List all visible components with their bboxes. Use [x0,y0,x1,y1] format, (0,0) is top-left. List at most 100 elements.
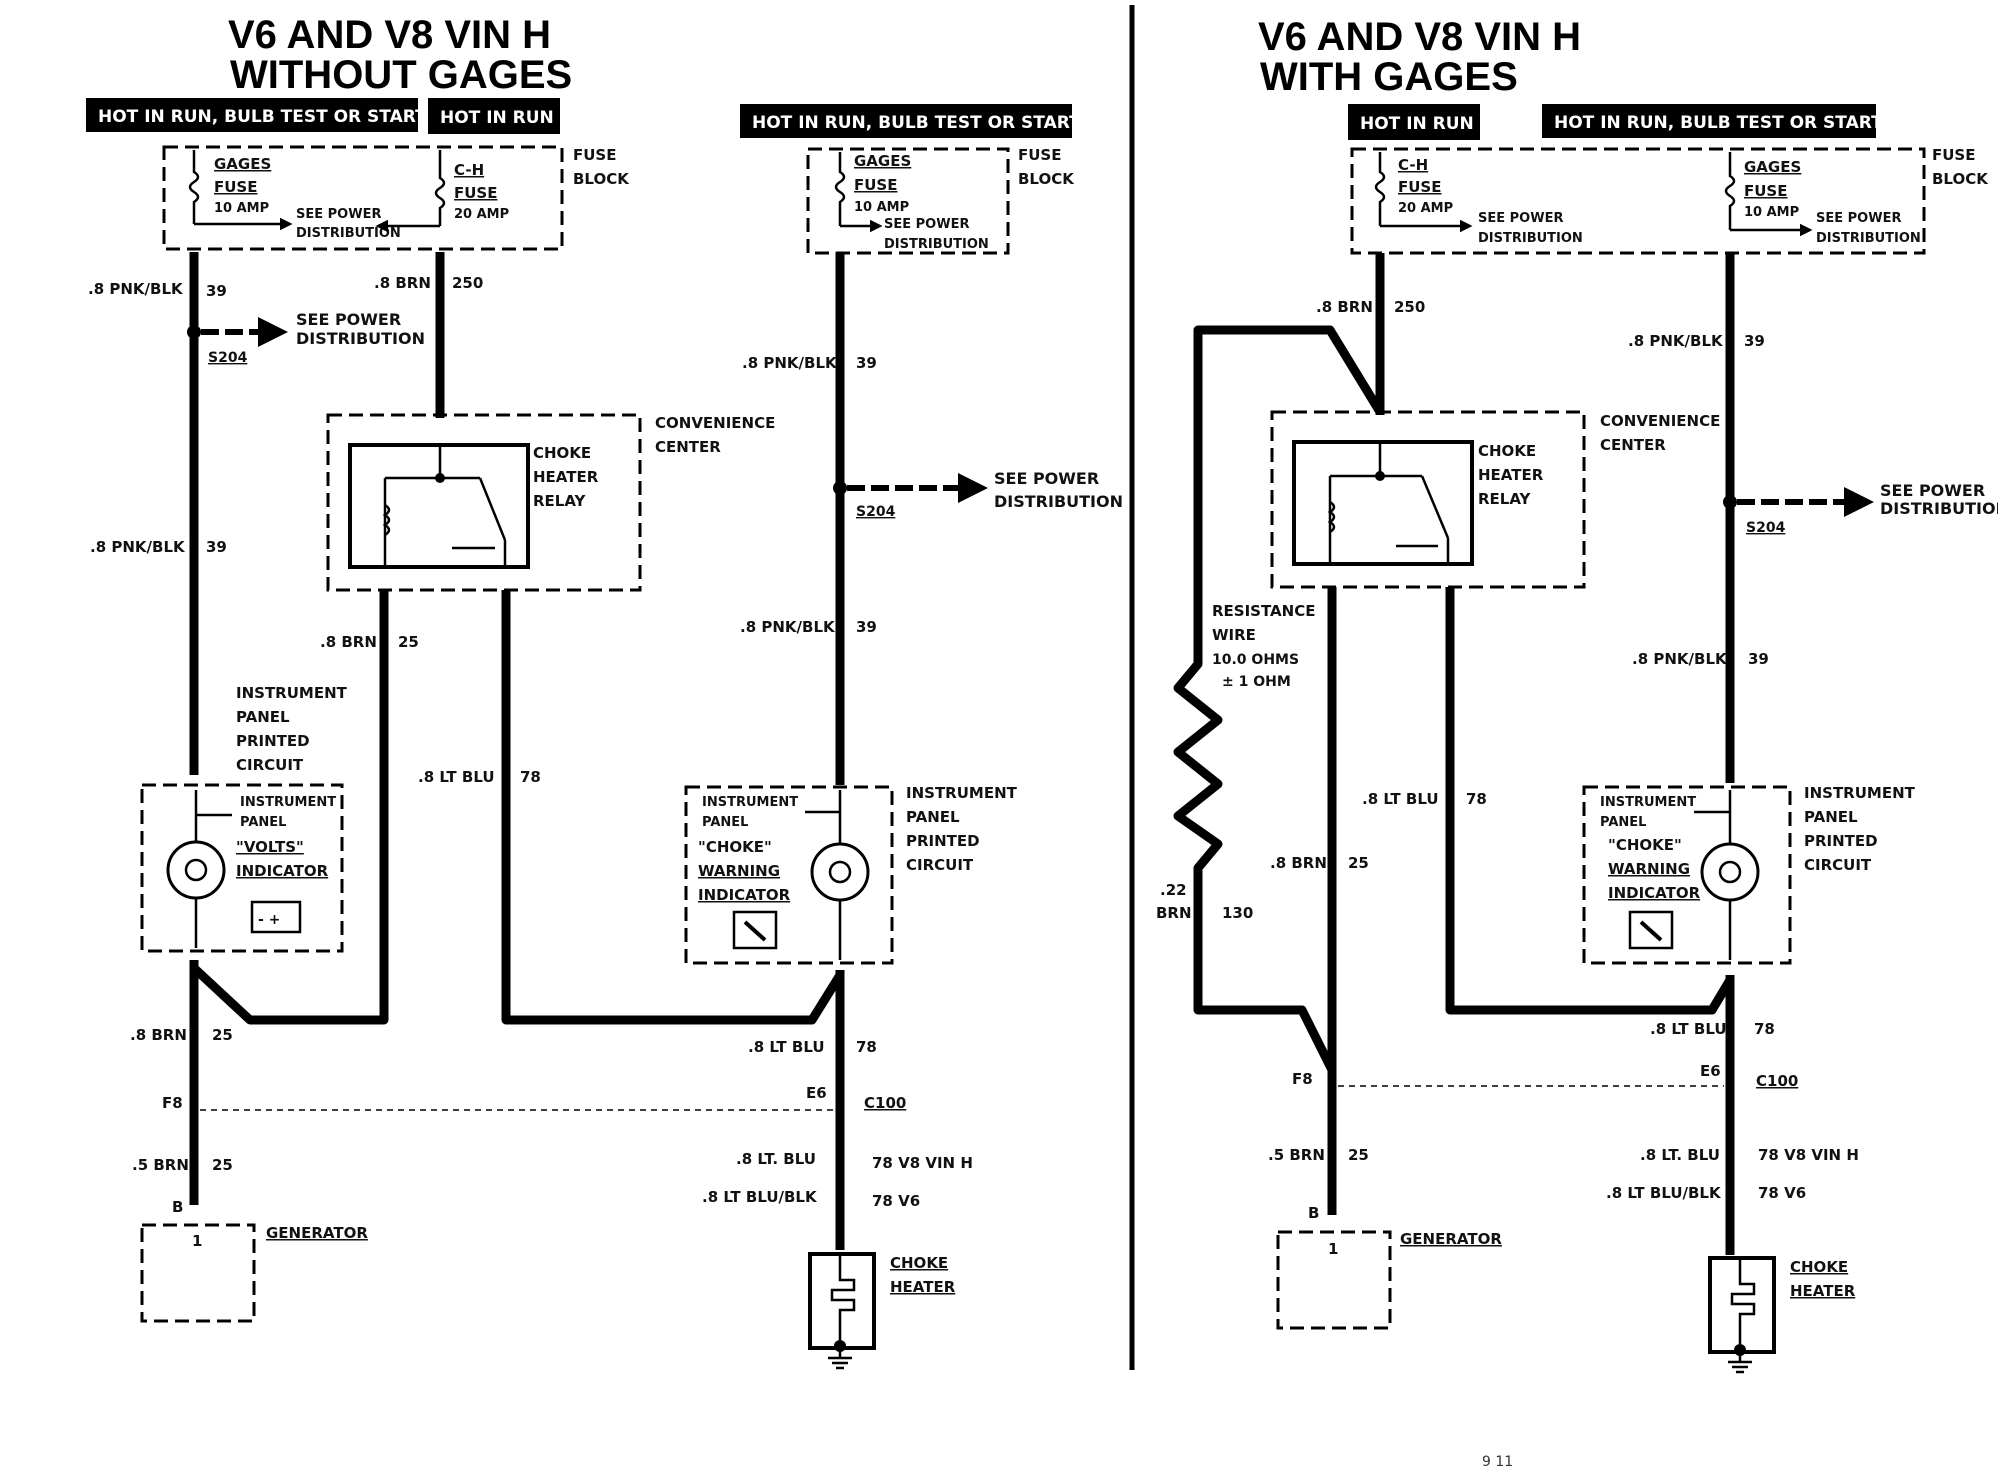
left-hot-run-bulb-label-2: HOT IN RUN, BULB TEST OR START [752,113,1081,133]
right-pin-b: B [1308,1204,1319,1222]
right-conv-2: CENTER [1600,436,1666,454]
left-w-pnk-blk-mid: .8 PNK/BLK [90,538,186,556]
right-gages-amp: 10 AMP [1744,205,1799,220]
left-relay-1: CHOKE [533,444,591,462]
left-relay-contacts [383,445,507,565]
right-res-4: ± 1 OHM [1222,674,1291,690]
right-choke-module [1582,785,1792,965]
right-c78-bottom: 78 [1754,1020,1775,1038]
left-s204-splice [187,325,201,339]
left-c25-gen: 25 [212,1156,233,1174]
left-volts-module [140,783,344,953]
right-choke-w3: INDICATOR [1608,884,1701,902]
left-c39-top: 39 [206,282,227,300]
left-ch-fuse-symbol [434,150,446,226]
left-choke-heater-element [830,1254,856,1340]
right-res-3: 10.0 OHMS [1212,652,1299,668]
right-c78-v8: 78 V8 VIN H [1758,1146,1859,1164]
left-c78-v6: 78 V6 [872,1192,920,1210]
right-relay-coil [1327,500,1336,534]
right-ch-fuse-1: C-H [1398,156,1428,174]
left-relay-coil [382,503,391,537]
right-see-power-1: SEE POWER [1478,211,1563,226]
right-wire-78 [1445,587,1734,1015]
left-w-ltblu-blk: .8 LT BLU/BLK [702,1188,818,1206]
left-gages-b-amp: 10 AMP [854,200,909,215]
left-gen-pin: 1 [192,1232,202,1250]
left-ipc-4: CIRCUIT [236,756,304,774]
right-s204-label: S204 [1746,520,1786,536]
left-choke-w1: "CHOKE" [698,838,772,856]
left-title-line2: WITHOUT GAGES [230,53,572,97]
right-f8: F8 [1292,1070,1313,1088]
left-volts-gauge-inner [184,858,208,882]
left-fuse-block-b1: FUSE [1018,146,1061,164]
right-w-ltblu-bottom: .8 LT BLU [1650,1020,1727,1038]
right-relay-2: HEATER [1478,466,1544,484]
ground-icon-right-bars [1728,1354,1752,1374]
right-res-1: RESISTANCE [1212,602,1315,620]
right-w-5brn: .5 BRN [1268,1146,1325,1164]
ground-icon-right [1734,1344,1746,1356]
left-choke-heater-2: HEATER [890,1278,956,1296]
ground-icon [834,1340,846,1352]
choke-symbol-icon-right-mark [1639,920,1663,942]
right-c39-top: 39 [1744,332,1765,350]
right-w-pnk-blk-mid: .8 PNK/BLK [1632,650,1728,668]
left-see-power-b2: DISTRIBUTION [884,237,989,252]
left-relay-2: HEATER [533,468,599,486]
left-see-power-b1: SEE POWER [884,217,969,232]
left-w-pnk-blk-r1: .8 PNK/BLK [742,354,838,372]
left-c39-r2: 39 [856,618,877,636]
right-resistance-wire [1173,325,1384,1073]
left-see-power-1: SEE POWER [296,207,381,222]
right-w-ltblu-78: .8 LT BLU [1362,790,1439,808]
left-w-5brn: .5 BRN [132,1156,189,1174]
page-mark: 9 11 [1482,1454,1513,1470]
right-s204-splice [1723,495,1737,509]
left-ipc-r2: PANEL [906,808,960,826]
left-s204-r-splice [833,481,847,495]
right-title-line1: V6 AND V8 VIN H [1258,15,1581,59]
left-ipc-r1: INSTRUMENT [906,784,1018,802]
right-see-power-g2: DISTRIBUTION [1816,231,1921,246]
right-e6: E6 [1700,1062,1721,1080]
right-relay-3: RELAY [1478,490,1532,508]
left-generator-label: GENERATOR [266,1224,368,1242]
left-wire-78 [501,590,844,1025]
left-e6: E6 [806,1084,827,1102]
left-fuse-block-1 [162,145,564,251]
left-ch-amp: 20 AMP [454,207,509,222]
left-s204-r-label: S204 [856,504,896,520]
right-c250: 250 [1394,298,1425,316]
battery-icon [250,900,302,934]
left-c100: C100 [864,1094,906,1112]
right-gages-1: GAGES [1744,158,1801,176]
left-conv-2: CENTER [655,438,721,456]
left-ch-fuse-2: FUSE [454,184,497,202]
left-see-power-s1: SEE POWER [296,310,401,329]
left-fuse-block-text-2: BLOCK [573,170,630,188]
right-ch-fuse-symbol [1374,152,1386,226]
left-c78: 78 [520,768,541,786]
left-choke-lamp [810,842,870,902]
left-w-ltblu-78: .8 LT BLU [418,768,495,786]
left-c39-mid: 39 [206,538,227,556]
right-gen-pin: 1 [1328,1240,1338,1258]
right-see-power-2: DISTRIBUTION [1478,231,1583,246]
right-c25-gen: 25 [1348,1146,1369,1164]
left-convenience-center [326,413,642,592]
left-gages-fuse-symbol [188,150,200,224]
left-volts-2: INDICATOR [236,862,329,880]
right-choke-w2: WARNING [1608,860,1690,878]
right-ipc-3: PRINTED [1804,832,1878,850]
right-choke-w1: "CHOKE" [1608,836,1682,854]
right-choke-heater-element [1730,1258,1756,1344]
right-w-pnk-blk-top: .8 PNK/BLK [1628,332,1724,350]
right-hot-run-bulb-label: HOT IN RUN, BULB TEST OR START [1554,113,1883,133]
left-volts-1: "VOLTS" [236,838,304,856]
battery-icon-sign: - + [258,912,280,928]
left-gages-fuse-1: GAGES [214,155,271,173]
left-w-brn-25: .8 BRN [320,633,377,651]
